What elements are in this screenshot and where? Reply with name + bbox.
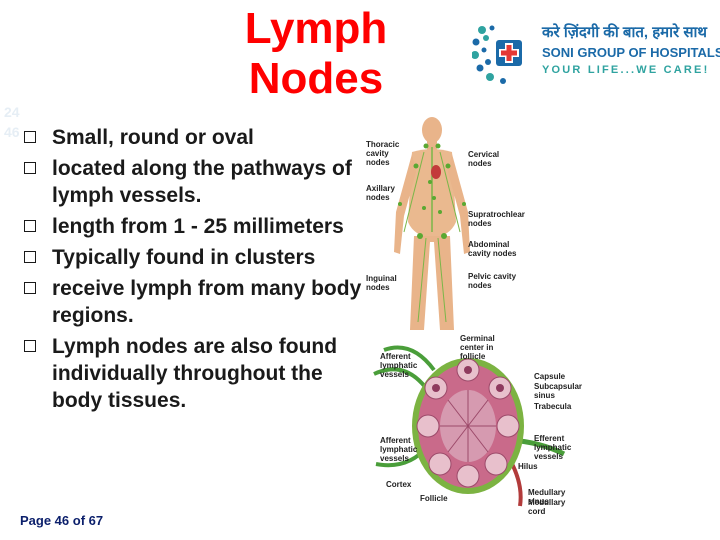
label-hilus: Hilus — [518, 462, 538, 471]
label-subcapsular-sinus: Subcapsular sinus — [534, 382, 583, 400]
bullet-list: Small, round or oval located along the p… — [22, 124, 372, 414]
label-efferent-vessels: Efferent lymphatic vessels — [534, 434, 572, 461]
square-bullet-icon — [24, 251, 36, 263]
label-cervical-nodes: Cervical nodes — [468, 150, 500, 168]
label-afferent-vessels-top: Afferent lymphatic vessels — [380, 352, 418, 379]
label-thoracic-nodes: Thoracic cavity nodes — [366, 140, 400, 167]
square-bullet-icon — [24, 131, 36, 143]
logo-name: SONI GROUP OF HOSPITALS — [542, 45, 720, 60]
logo-slogan: YOUR LIFE...WE CARE! — [542, 64, 710, 76]
label-medullary-sinus: Medullary sinus — [528, 488, 566, 506]
title-line-1: Lymph — [244, 4, 388, 53]
bullet-item: located along the pathways of lymph vess… — [22, 155, 372, 209]
label-medullary-cord: Medullary cord — [528, 498, 566, 516]
label-trabecula: Trabecula — [534, 402, 572, 411]
square-bullet-icon — [24, 282, 36, 294]
square-bullet-icon — [24, 220, 36, 232]
label-capsule: Capsule — [534, 372, 566, 381]
logo-hindi-tagline: करे ज़िंदगी की बात, हमारे साथ — [542, 24, 707, 41]
label-supratrochlear-nodes: Supratrochlear nodes — [468, 210, 525, 228]
bullet-item: length from 1 - 25 millimeters — [22, 213, 372, 240]
lymph-node-structure-diagram: Afferent lymphatic vessels Afferent lymp… — [364, 330, 583, 516]
square-bullet-icon — [24, 340, 36, 352]
label-inguinal-nodes: Inguinal nodes — [366, 274, 397, 292]
title-line-2: Nodes — [248, 54, 384, 103]
bullet-item: Small, round or oval — [22, 124, 372, 151]
label-follicle: Follicle — [420, 494, 448, 503]
slide-title: Lymph Nodes — [236, 4, 396, 104]
label-afferent-vessels-bottom: Afferent lymphatic vessels — [380, 436, 418, 463]
square-bullet-icon — [24, 162, 36, 174]
label-pelvic-nodes: Pelvic cavity nodes — [468, 272, 517, 290]
ghost-number-1: 24 — [4, 104, 20, 120]
label-axillary-nodes: Axillary nodes — [366, 184, 395, 202]
hospital-logo: करे ज़िंदगी की बात, हमारे साथ SONI GROUP… — [472, 18, 720, 88]
label-cortex: Cortex — [386, 480, 412, 489]
bullet-item: Typically found in clusters — [22, 244, 372, 271]
page-footer: Page 46 of 67 — [20, 513, 104, 528]
bullet-item: Lymph nodes are also found individually … — [22, 333, 372, 414]
label-germinal-center: Germinal center in follicle — [460, 334, 495, 361]
logo-dots-icon — [472, 25, 522, 84]
body-lymph-diagram: Thoracic cavity nodes Axillary nodes Ing… — [364, 112, 525, 330]
body-figure-icon — [394, 117, 470, 330]
bullet-item: receive lymph from many body regions. — [22, 275, 372, 329]
label-abdominal-nodes: Abdominal cavity nodes — [468, 240, 517, 258]
lymph-node-icon — [373, 345, 566, 507]
ghost-number-2: 46 — [4, 124, 20, 140]
